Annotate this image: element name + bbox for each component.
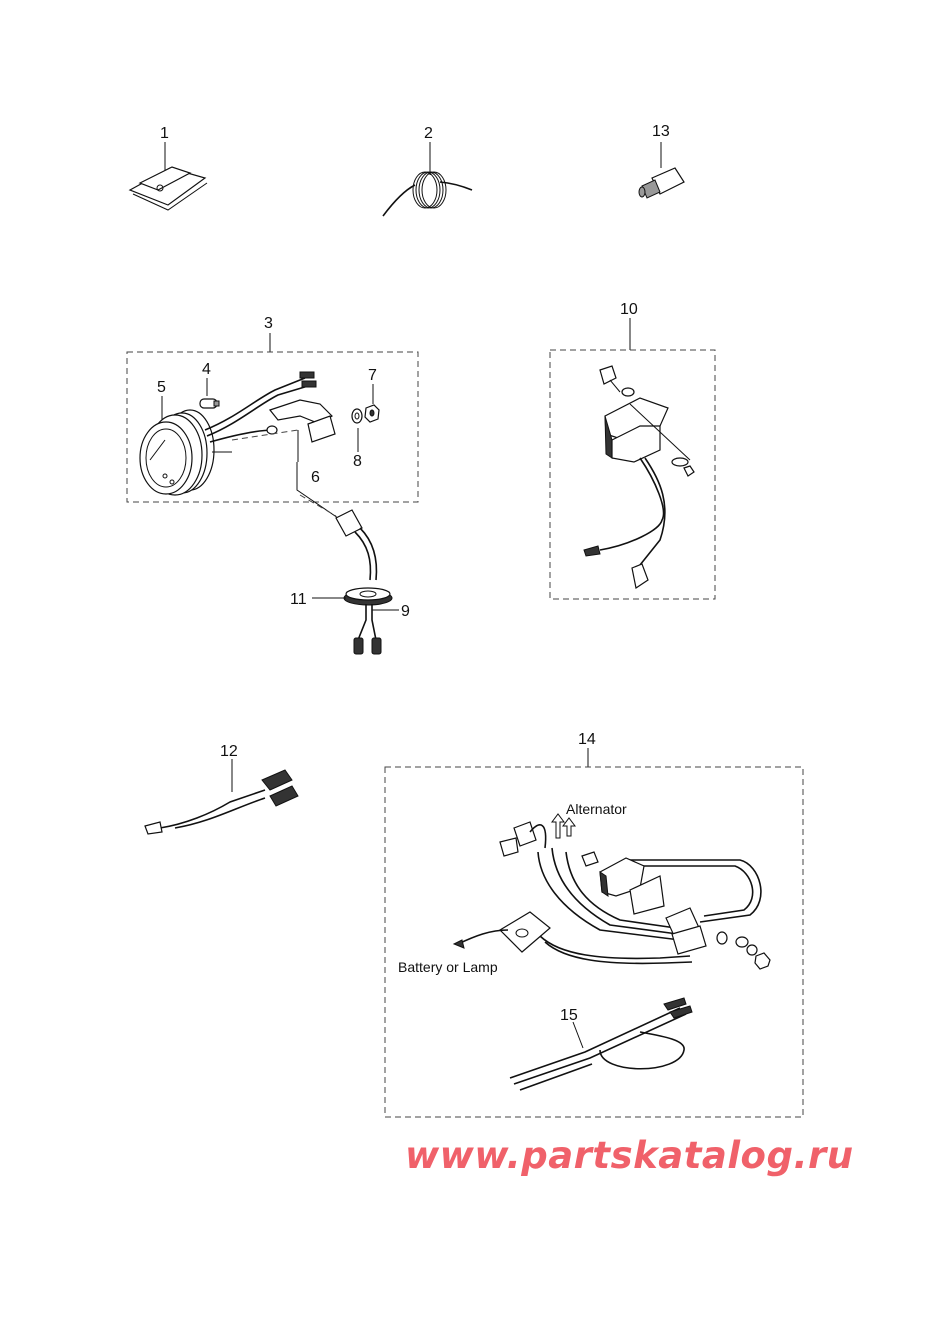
callout-3: 3 xyxy=(264,315,273,332)
callout-1: 1 xyxy=(160,125,169,142)
callout-5: 5 xyxy=(157,379,166,396)
part-1-pouch xyxy=(128,142,208,211)
callout-9: 9 xyxy=(401,603,410,620)
callout-2: 2 xyxy=(424,125,433,142)
part-12-lead-wire xyxy=(144,759,299,835)
caption-battery-or-lamp: Battery or Lamp xyxy=(398,959,498,975)
callout-4: 4 xyxy=(202,361,211,378)
part-8-washer xyxy=(351,408,363,452)
part-4-bulb xyxy=(199,378,220,409)
group-3-gauge-assembly xyxy=(126,333,419,503)
part-9-11-harness xyxy=(296,462,399,655)
arrow-up-icon xyxy=(551,813,565,839)
callout-6: 6 xyxy=(311,469,320,486)
callout-15: 15 xyxy=(560,1007,578,1024)
callout-14: 14 xyxy=(578,731,596,748)
group-10-rectifier xyxy=(549,318,716,600)
callout-12: 12 xyxy=(220,743,238,760)
group-14-rectifier-kit xyxy=(384,748,804,1118)
part-13-plug xyxy=(638,142,685,199)
part-6-bracket xyxy=(268,399,336,462)
callout-10: 10 xyxy=(620,301,638,318)
caption-alternator: Alternator xyxy=(566,801,627,817)
part-15-wire-set xyxy=(509,997,693,1091)
part-2-wire-coil xyxy=(382,142,473,217)
callout-13: 13 xyxy=(652,123,670,140)
arrow-up-icon xyxy=(562,817,576,837)
callout-7: 7 xyxy=(368,367,377,384)
callout-11: 11 xyxy=(290,591,307,608)
part-5-gauge xyxy=(139,396,232,496)
part-7-nut xyxy=(364,384,380,423)
watermark-text: www.partskatalog.ru xyxy=(405,1134,854,1177)
callout-8: 8 xyxy=(353,453,362,470)
